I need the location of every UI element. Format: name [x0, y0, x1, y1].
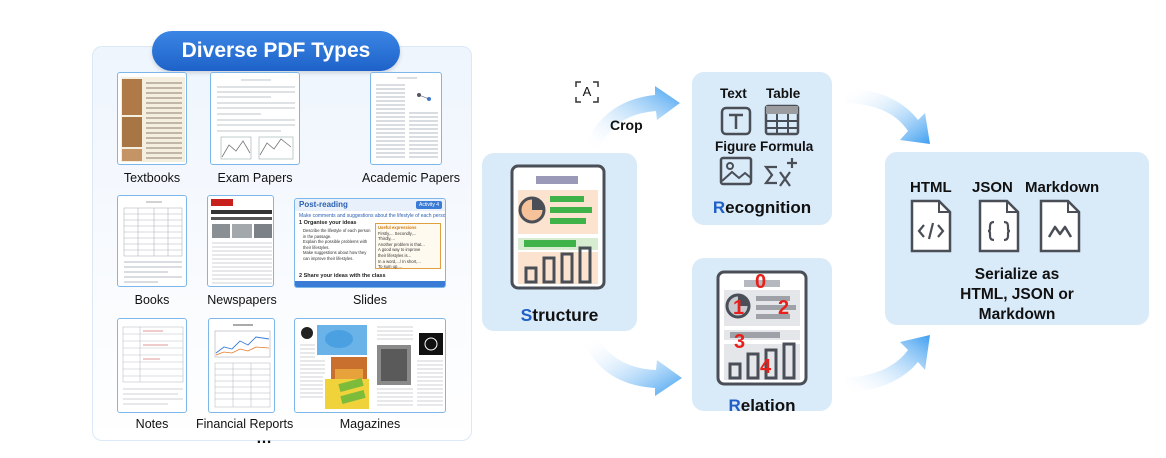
label-academic-papers: Academic Papers	[362, 171, 460, 185]
serialize-caption-line: Serialize as	[974, 266, 1060, 283]
notes-thumbnail	[117, 318, 187, 413]
crop-icon-glyph: A	[582, 84, 592, 99]
slide-useful-box: Useful expressions Firstly,... Secondly,…	[375, 223, 441, 269]
label-magazines: Magazines	[339, 417, 401, 431]
formula-icon	[763, 155, 799, 194]
slide-step1: 1 Organise your ideas	[299, 220, 357, 226]
relation-document-icon	[714, 268, 810, 393]
slide-useful-item: A good way to improve	[378, 247, 421, 253]
financial-report-thumbnail	[208, 318, 275, 413]
magazine-thumbnail	[294, 318, 446, 413]
arrow-to-recognition	[585, 86, 680, 148]
text-icon	[720, 106, 752, 141]
label-textbooks: Textbooks	[123, 171, 181, 185]
panel-title: Diverse PDF Types	[152, 31, 400, 71]
slide-useful-item: their lifestyles is...	[378, 252, 412, 258]
arrow-recognition-to-serialize	[845, 88, 930, 144]
crop-label: Crop	[610, 117, 643, 133]
label-newspapers: Newspapers	[207, 293, 277, 307]
relation-order-0: 0	[755, 271, 767, 293]
slide-useful-item: To sum up,...	[378, 264, 402, 270]
label-notes: Notes	[135, 417, 169, 431]
relation-label-rest: elation	[740, 396, 796, 415]
label-slides: Slides	[352, 293, 388, 307]
markdown-file-icon	[1038, 198, 1082, 259]
slide-useful-title: Useful expressions	[378, 225, 417, 230]
structure-label-rest: tructure	[532, 305, 599, 325]
text-element-label: Text	[720, 86, 747, 101]
recognition-box	[692, 72, 832, 225]
formula-element-label: Formula	[760, 139, 814, 154]
slide-subtitle: Make comments and suggestions about the …	[299, 213, 445, 219]
recognition-label: Recognition	[692, 198, 832, 218]
slide-bullets: Describe the lifestyle of each person in…	[303, 228, 373, 261]
more-types-ellipsis: …	[256, 430, 273, 447]
relation-order-1: 1	[733, 297, 745, 319]
slide-title: Post-reading	[299, 200, 348, 209]
serialize-caption: Serialize as HTML, JSON or Markdown	[885, 265, 1149, 325]
slide-thumbnail: Post-reading Activity 4 Make comments an…	[294, 198, 446, 288]
slide-bullet: Describe the lifestyle of each person in…	[303, 228, 371, 239]
json-file-icon	[977, 198, 1021, 259]
slide-badge: Activity 4	[415, 201, 442, 209]
slide-useful-item: Thirdly,...	[378, 236, 395, 242]
relation-label-initial: R	[728, 396, 741, 415]
book-thumbnail	[117, 195, 187, 287]
slide-useful-item: Another problem is that...	[378, 241, 425, 247]
relation-order-3: 3	[734, 331, 746, 353]
slide-step2: 2 Share your ideas with the class	[299, 273, 386, 279]
figure-icon	[719, 156, 753, 191]
academic-paper-thumbnail	[370, 72, 442, 165]
table-icon	[764, 104, 800, 141]
arrow-to-relation	[585, 338, 682, 396]
format-markdown-label: Markdown	[1025, 179, 1100, 196]
structure-document-icon	[506, 162, 610, 297]
relation-label: Relation	[692, 396, 832, 416]
serialize-caption-line: Markdown	[978, 306, 1056, 323]
label-exam-papers: Exam Papers	[217, 171, 293, 185]
recognition-label-initial: R	[712, 198, 726, 217]
figure-element-label: Figure	[715, 139, 757, 154]
format-html-label: HTML	[910, 179, 952, 196]
slide-useful-item: Firstly,... Secondly,...	[378, 230, 417, 236]
crop-icon: A	[574, 80, 600, 104]
html-file-icon	[909, 198, 953, 259]
exam-paper-thumbnail	[210, 72, 300, 165]
slide-bullet: Make suggestions about how they can impr…	[303, 250, 367, 261]
slide-useful-item: In a word,.../ In short,...	[378, 258, 421, 264]
textbook-thumbnail	[117, 72, 187, 165]
arrow-relation-to-serialize	[845, 335, 930, 393]
label-financial-reports: Financial Reports	[196, 417, 294, 431]
format-json-label: JSON	[972, 179, 1013, 196]
structure-label-initial: S	[520, 305, 533, 325]
recognition-label-rest: ecognition	[725, 198, 812, 217]
label-books: Books	[134, 293, 170, 307]
table-element-label: Table	[766, 86, 801, 101]
relation-order-4: 4	[760, 356, 772, 378]
structure-label: Structure	[482, 305, 637, 326]
newspaper-thumbnail	[207, 195, 274, 287]
relation-order-2: 2	[778, 297, 790, 319]
serialize-caption-line: HTML, JSON or	[960, 286, 1074, 303]
slide-bullet: Explain the possible problems with their…	[303, 239, 368, 250]
